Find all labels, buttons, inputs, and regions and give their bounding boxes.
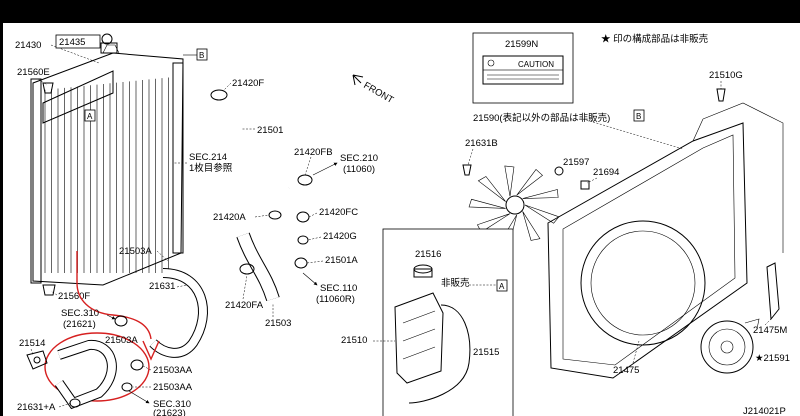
label-21435: 21435 — [59, 37, 85, 48]
label-21631: 21631 — [149, 281, 175, 292]
seal-21475M[interactable] — [766, 262, 780, 321]
radiator-parts-diagram: 21430 21435 21560E 21560F SEC.214 1枚目参照 … — [15, 32, 790, 416]
label-21475M: 21475M — [753, 325, 787, 336]
label-21503: 21503 — [265, 318, 291, 329]
label-21420FC: 21420FC — [319, 207, 358, 218]
label-21503AA-1: 21503AA — [153, 365, 193, 376]
screw-21510G[interactable] — [716, 88, 726, 102]
reservoir-group-box — [382, 228, 514, 416]
label-sec110-ref: (11060R) — [316, 294, 355, 305]
label-21430: 21430 — [15, 40, 41, 51]
label-hihanbai: 非販売 — [441, 277, 470, 289]
bolt-21631B[interactable] — [462, 164, 472, 176]
label-21694: 21694 — [593, 167, 619, 178]
label-21420G: 21420G — [323, 231, 357, 242]
label-sec210-ref: (11060) — [343, 164, 375, 175]
label-21631A: 21631+A — [17, 402, 56, 413]
front-label: FRONT — [362, 80, 396, 106]
label-21631B: 21631B — [465, 138, 498, 149]
water-hose-21503AA[interactable] — [54, 340, 117, 410]
ref-a-left: A — [87, 112, 93, 121]
label-sec214: SEC.214 — [189, 152, 227, 163]
bracket-21514[interactable] — [26, 350, 48, 370]
upper-hose-21501[interactable] — [221, 92, 291, 195]
label-21516: 21516 — [415, 249, 441, 260]
hose-clamp-21420FB[interactable] — [297, 174, 313, 186]
ref-flag-b-top — [196, 48, 208, 61]
ref-a-right: A — [499, 282, 505, 291]
label-sec310-b-ref: (21623) — [153, 408, 186, 416]
label-21420A: 21420A — [213, 212, 246, 223]
fan-shroud-21590[interactable] — [547, 102, 784, 379]
label-21560E: 21560E — [17, 67, 50, 78]
label-21560F: 21560F — [58, 291, 90, 302]
fan-blade-21631B[interactable] — [468, 165, 560, 246]
label-21510G: 21510G — [709, 70, 743, 81]
reservoir-tank-21510[interactable] — [394, 292, 444, 384]
label-21599N: 21599N — [505, 39, 538, 50]
label-sec310-a: SEC.310 — [61, 308, 99, 319]
reservoir-hose-21515[interactable] — [408, 304, 471, 404]
label-21420FB: 21420FB — [294, 147, 333, 158]
label-21420FA: 21420FA — [225, 300, 264, 311]
label-21514: 21514 — [19, 338, 45, 349]
hose-clamps-group[interactable] — [239, 210, 310, 275]
ref-b-right: B — [636, 112, 641, 121]
label-21597: 21597 — [563, 157, 589, 168]
label-21475: 21475 — [613, 365, 639, 376]
reservoir-cap-21516[interactable] — [413, 264, 433, 278]
radiator-cap[interactable] — [100, 33, 118, 54]
red-annotation — [44, 251, 160, 402]
box-21435 — [55, 34, 101, 49]
label-21591: ★21591 — [755, 353, 790, 364]
caution-text: CAUTION — [518, 60, 554, 69]
ref-b-top: B — [199, 51, 204, 60]
label-sec110: SEC.110 — [320, 283, 357, 294]
label-21501A: 21501A — [325, 255, 358, 266]
ref-flag-b-right — [633, 109, 645, 122]
drain-plug-21560E[interactable] — [42, 82, 54, 94]
label-21501: 21501 — [257, 125, 283, 136]
radiator-core[interactable] — [30, 44, 184, 286]
label-sec214-ref: 1枚目参照 — [189, 162, 233, 174]
nut-21597[interactable] — [554, 166, 564, 176]
drain-plug-21560F[interactable] — [42, 284, 56, 296]
ref-flag-a-right — [496, 279, 508, 292]
front-direction-arrow: FRONT — [352, 74, 396, 106]
ref-flag-a-left — [84, 109, 96, 122]
fan-motor-21591[interactable] — [700, 318, 760, 374]
caution-label-box[interactable]: 21599N CAUTION — [472, 32, 574, 104]
clip-21694[interactable] — [580, 180, 590, 190]
label-21590: 21590(表記以外の部品は非販売) — [473, 112, 610, 124]
label-21503AA-2: 21503AA — [153, 382, 193, 393]
label-sec310-b: SEC.310 — [153, 399, 191, 410]
label-21515: 21515 — [473, 347, 499, 358]
lower-hose-21503[interactable] — [236, 232, 280, 302]
diagram-code: J214021P — [743, 406, 786, 416]
hose-clamp-21420F[interactable] — [210, 89, 228, 101]
diagram-sheet: 21430 21435 21560E 21560F SEC.214 1枚目参照 … — [3, 23, 800, 416]
non-sale-note: ★ 印の構成部品は非販売 — [601, 33, 708, 45]
small-clamps[interactable] — [69, 315, 144, 408]
label-21503A-1: 21503A — [119, 246, 152, 257]
label-21510: 21510 — [341, 335, 367, 346]
overflow-hose-21631[interactable] — [149, 268, 208, 358]
label-21420F: 21420F — [232, 78, 264, 89]
label-sec310-a-ref: (21621) — [63, 319, 96, 330]
label-sec210: SEC.210 — [340, 153, 378, 164]
label-21503A-2: 21503A — [105, 335, 138, 346]
